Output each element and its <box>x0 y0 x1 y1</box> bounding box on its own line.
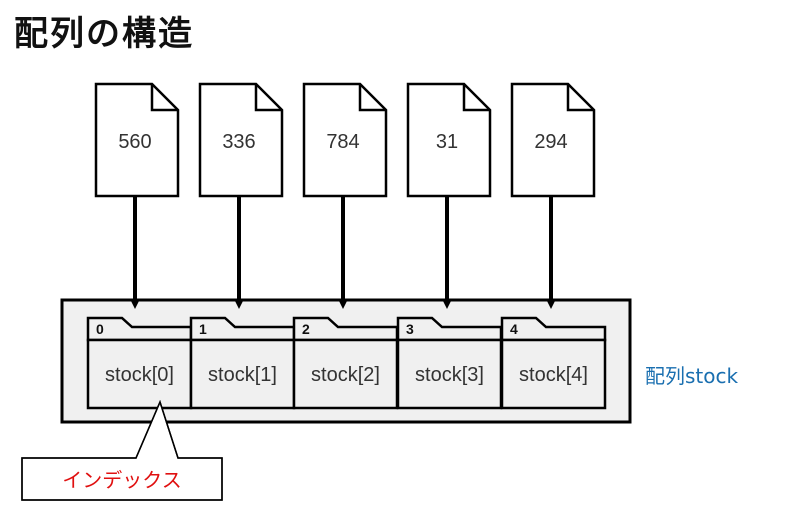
array-cell: 1 stock[1] <box>189 316 296 410</box>
cell-label: stock[1] <box>208 364 277 386</box>
document-value: 784 <box>326 131 359 153</box>
index-callout: インデックス <box>21 399 223 501</box>
document-shape <box>198 82 284 198</box>
array-cell: 4 stock[4] <box>500 316 607 410</box>
callout-border <box>21 399 223 501</box>
cell-label: stock[4] <box>519 364 588 386</box>
cell-body <box>396 338 503 410</box>
document-fold <box>150 84 178 112</box>
array-cell: 3 stock[3] <box>396 316 503 410</box>
document-shape <box>510 82 596 198</box>
value-document: 784 <box>302 82 388 198</box>
value-document: 294 <box>510 82 596 198</box>
document-fold <box>358 84 386 112</box>
document-value: 560 <box>118 131 151 153</box>
index-number: 1 <box>199 321 207 337</box>
document-fold <box>254 84 282 112</box>
document-shape <box>406 82 492 198</box>
cell-label: stock[3] <box>415 364 484 386</box>
document-fold <box>566 84 594 112</box>
index-number: 4 <box>510 321 518 337</box>
cell-body <box>500 338 607 410</box>
document-value: 294 <box>534 131 567 153</box>
cell-label: stock[0] <box>105 364 174 386</box>
array-cell: 0 stock[0] <box>86 316 193 410</box>
value-document: 560 <box>94 82 180 198</box>
index-number: 2 <box>302 321 310 337</box>
index-callout-label: インデックス <box>62 468 181 492</box>
document-value: 336 <box>222 131 255 153</box>
array-label: 配列stock <box>645 364 738 388</box>
value-document: 31 <box>406 82 492 198</box>
document-shape <box>302 82 388 198</box>
document-value: 31 <box>436 131 458 153</box>
index-number: 0 <box>96 321 104 337</box>
index-number: 3 <box>406 321 414 337</box>
document-fold <box>462 84 490 112</box>
cell-body <box>292 338 399 410</box>
cell-body <box>189 338 296 410</box>
cell-label: stock[2] <box>311 364 380 386</box>
value-document: 336 <box>198 82 284 198</box>
page-title: 配列の構造 <box>14 14 194 54</box>
document-shape <box>94 82 180 198</box>
array-cell: 2 stock[2] <box>292 316 399 410</box>
